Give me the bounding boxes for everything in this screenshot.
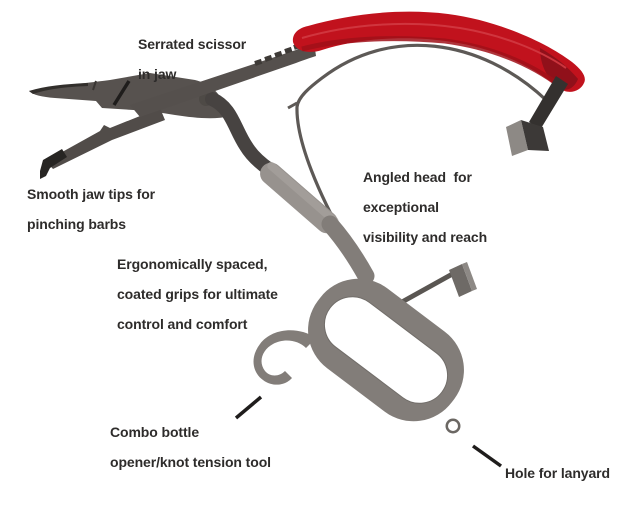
label-lanyard-hole: Hole for lanyard [505, 465, 610, 481]
knot-tension-tab [400, 262, 477, 305]
smooth-jaw-tip [40, 149, 67, 179]
label-angled-head: Angled head for exceptional visibility a… [363, 169, 488, 245]
bottle-opener-hook [253, 330, 316, 385]
label-combo-opener: Combo bottle opener/knot tension tool [110, 424, 271, 470]
leader-lanyard-hole [471, 444, 503, 468]
label-smooth-jaw-tips: Smooth jaw tips for pinching barbs [27, 186, 155, 232]
label-serrated-scissor: Serrated scissor in jaw [138, 36, 247, 82]
leader-combo-opener [234, 395, 263, 420]
label-ergonomic-grips: Ergonomically spaced, coated grips for u… [117, 256, 278, 332]
handle-shaft-upper [205, 92, 277, 177]
finger-loop [308, 278, 464, 434]
handle-shaft-lower [321, 215, 375, 285]
serrated-arm [130, 42, 316, 117]
end-hook [506, 76, 568, 156]
lower-jaw [40, 108, 165, 179]
leader-serrated-scissor [112, 80, 131, 106]
red-grip [292, 11, 585, 92]
lanyard-hole [448, 421, 458, 431]
leader-lines [112, 80, 503, 468]
jaw-spike [92, 80, 97, 91]
coated-grip [260, 161, 339, 234]
